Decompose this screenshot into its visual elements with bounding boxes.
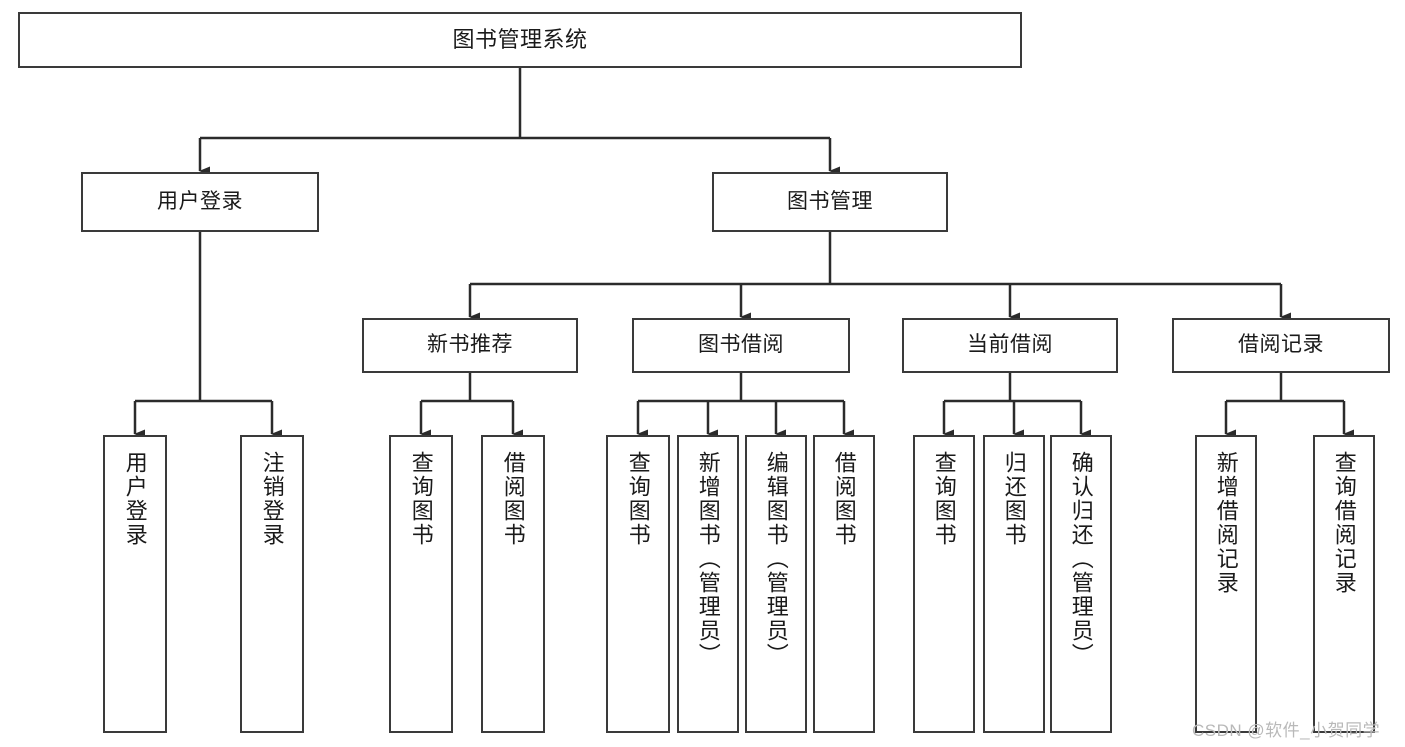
node-label: 查询借阅记录 xyxy=(1331,451,1357,595)
node-leaf-borrow-book-2[interactable]: 借阅图书 xyxy=(813,435,875,733)
node-borrow-record[interactable]: 借阅记录 xyxy=(1172,318,1390,373)
node-label: 归还图书 xyxy=(1001,451,1027,547)
edge-group xyxy=(133,68,1354,439)
node-label: 确认归还（管理员） xyxy=(1068,451,1094,667)
node-label: 借阅记录 xyxy=(1238,333,1324,357)
node-label: 用户登录 xyxy=(157,189,243,213)
node-leaf-add-borrow-record[interactable]: 新增借阅记录 xyxy=(1195,435,1257,733)
node-leaf-add-book-admin[interactable]: 新增图书（管理员） xyxy=(677,435,739,733)
node-leaf-query-book-2[interactable]: 查询图书 xyxy=(606,435,670,733)
node-current-borrow[interactable]: 当前借阅 xyxy=(902,318,1118,373)
node-label: 图书管理 xyxy=(787,189,873,213)
node-label: 借阅图书 xyxy=(831,451,857,547)
node-label: 用户登录 xyxy=(122,451,148,547)
node-leaf-borrow-book-1[interactable]: 借阅图书 xyxy=(481,435,545,733)
node-label: 图书借阅 xyxy=(698,333,784,357)
node-leaf-query-borrow-record[interactable]: 查询借阅记录 xyxy=(1313,435,1375,733)
node-leaf-edit-book-admin[interactable]: 编辑图书（管理员） xyxy=(745,435,807,733)
node-book-borrow[interactable]: 图书借阅 xyxy=(632,318,850,373)
node-label: 新增借阅记录 xyxy=(1213,451,1239,595)
node-leaf-user-login[interactable]: 用户登录 xyxy=(103,435,167,733)
node-label: 查询图书 xyxy=(931,451,957,547)
node-leaf-confirm-return-admin[interactable]: 确认归还（管理员） xyxy=(1050,435,1112,733)
node-leaf-return-book[interactable]: 归还图书 xyxy=(983,435,1045,733)
node-root[interactable]: 图书管理系统 xyxy=(18,12,1022,68)
node-book-manage[interactable]: 图书管理 xyxy=(712,172,948,232)
node-user-login[interactable]: 用户登录 xyxy=(81,172,319,232)
node-label: 新增图书（管理员） xyxy=(695,451,721,667)
node-label: 编辑图书（管理员） xyxy=(763,451,789,667)
node-label: 图书管理系统 xyxy=(452,27,588,53)
node-leaf-user-logout[interactable]: 注销登录 xyxy=(240,435,304,733)
node-label: 注销登录 xyxy=(259,451,285,547)
node-new-book-recommend[interactable]: 新书推荐 xyxy=(362,318,578,373)
node-label: 查询图书 xyxy=(625,451,651,547)
node-label: 查询图书 xyxy=(408,451,434,547)
node-leaf-query-book-3[interactable]: 查询图书 xyxy=(913,435,975,733)
node-leaf-query-book-1[interactable]: 查询图书 xyxy=(389,435,453,733)
node-label: 新书推荐 xyxy=(427,333,513,357)
watermark-text: CSDN @软件_小贺同学 xyxy=(1192,721,1381,740)
node-label: 当前借阅 xyxy=(967,333,1053,357)
node-label: 借阅图书 xyxy=(500,451,526,547)
